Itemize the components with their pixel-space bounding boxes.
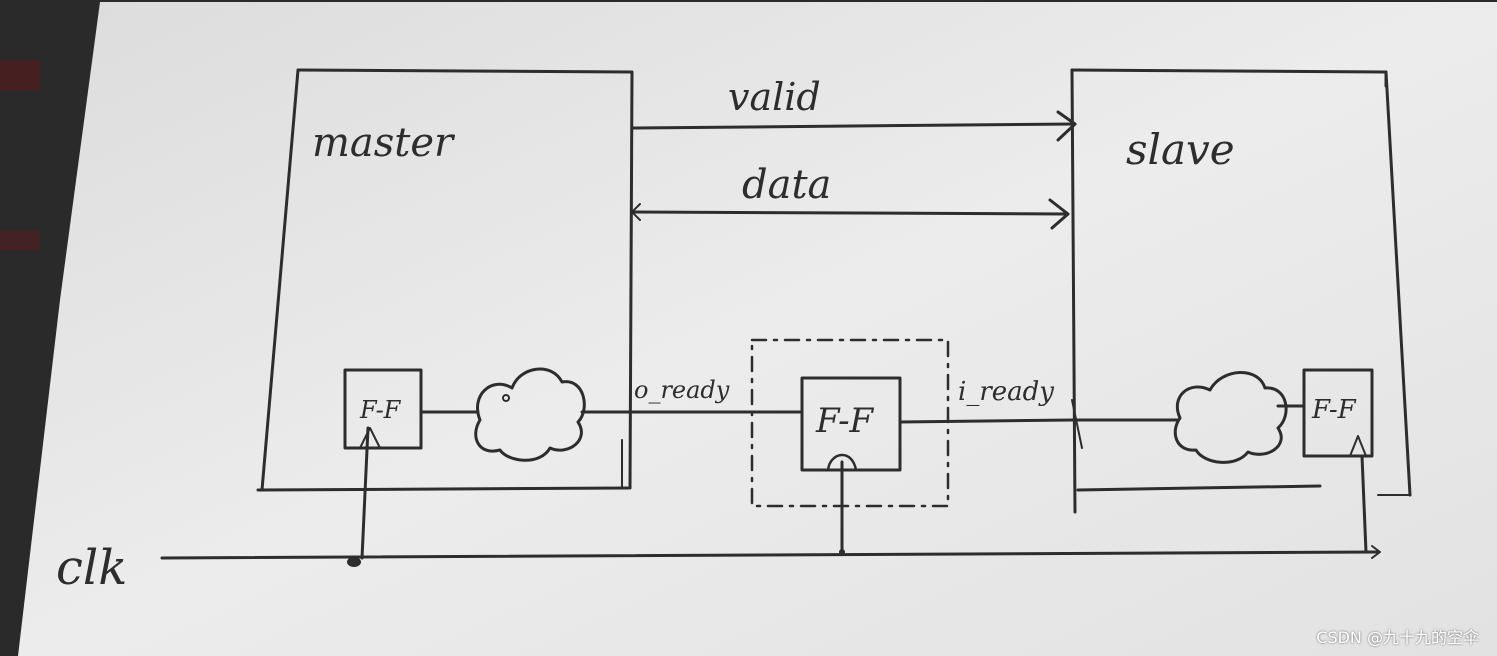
slave-block xyxy=(1070,68,1412,514)
slave-label: slave xyxy=(1126,125,1235,174)
master-ff-label: F-F xyxy=(359,396,402,424)
clock-junction-dot-2 xyxy=(839,549,845,555)
o-ready-label: o_ready xyxy=(634,376,730,404)
valid-label: valid xyxy=(728,75,821,119)
cloud-dot xyxy=(502,394,510,402)
slave-flipflop xyxy=(1302,368,1374,458)
slave-logic-cloud xyxy=(1173,371,1288,464)
master-label: master xyxy=(312,120,456,166)
master-block xyxy=(256,68,634,492)
desk-red-stripe xyxy=(0,60,40,90)
master-flipflop xyxy=(343,368,423,450)
watermark: CSDN @九十九的空伞 xyxy=(1316,628,1479,647)
desk-red-stripe-2 xyxy=(0,230,40,250)
slave-ff-label: F-F xyxy=(1311,395,1357,425)
data-label: data xyxy=(742,162,831,208)
clock-junction-dot xyxy=(347,557,361,567)
clock-net xyxy=(160,426,1381,560)
register-slice-boundary xyxy=(750,338,950,508)
valid-arrow xyxy=(630,110,1077,142)
middle-flipflop xyxy=(800,376,902,472)
wire-i-ready xyxy=(898,418,1180,424)
paper-sheet xyxy=(18,2,1497,656)
i-ready-tick xyxy=(1071,399,1083,449)
master-logic-cloud xyxy=(474,367,586,462)
i-ready-label: i_ready xyxy=(958,377,1054,407)
data-arrow xyxy=(630,198,1070,230)
middle-ff-label: F-F xyxy=(815,401,875,441)
clk-label: clk xyxy=(56,540,127,596)
